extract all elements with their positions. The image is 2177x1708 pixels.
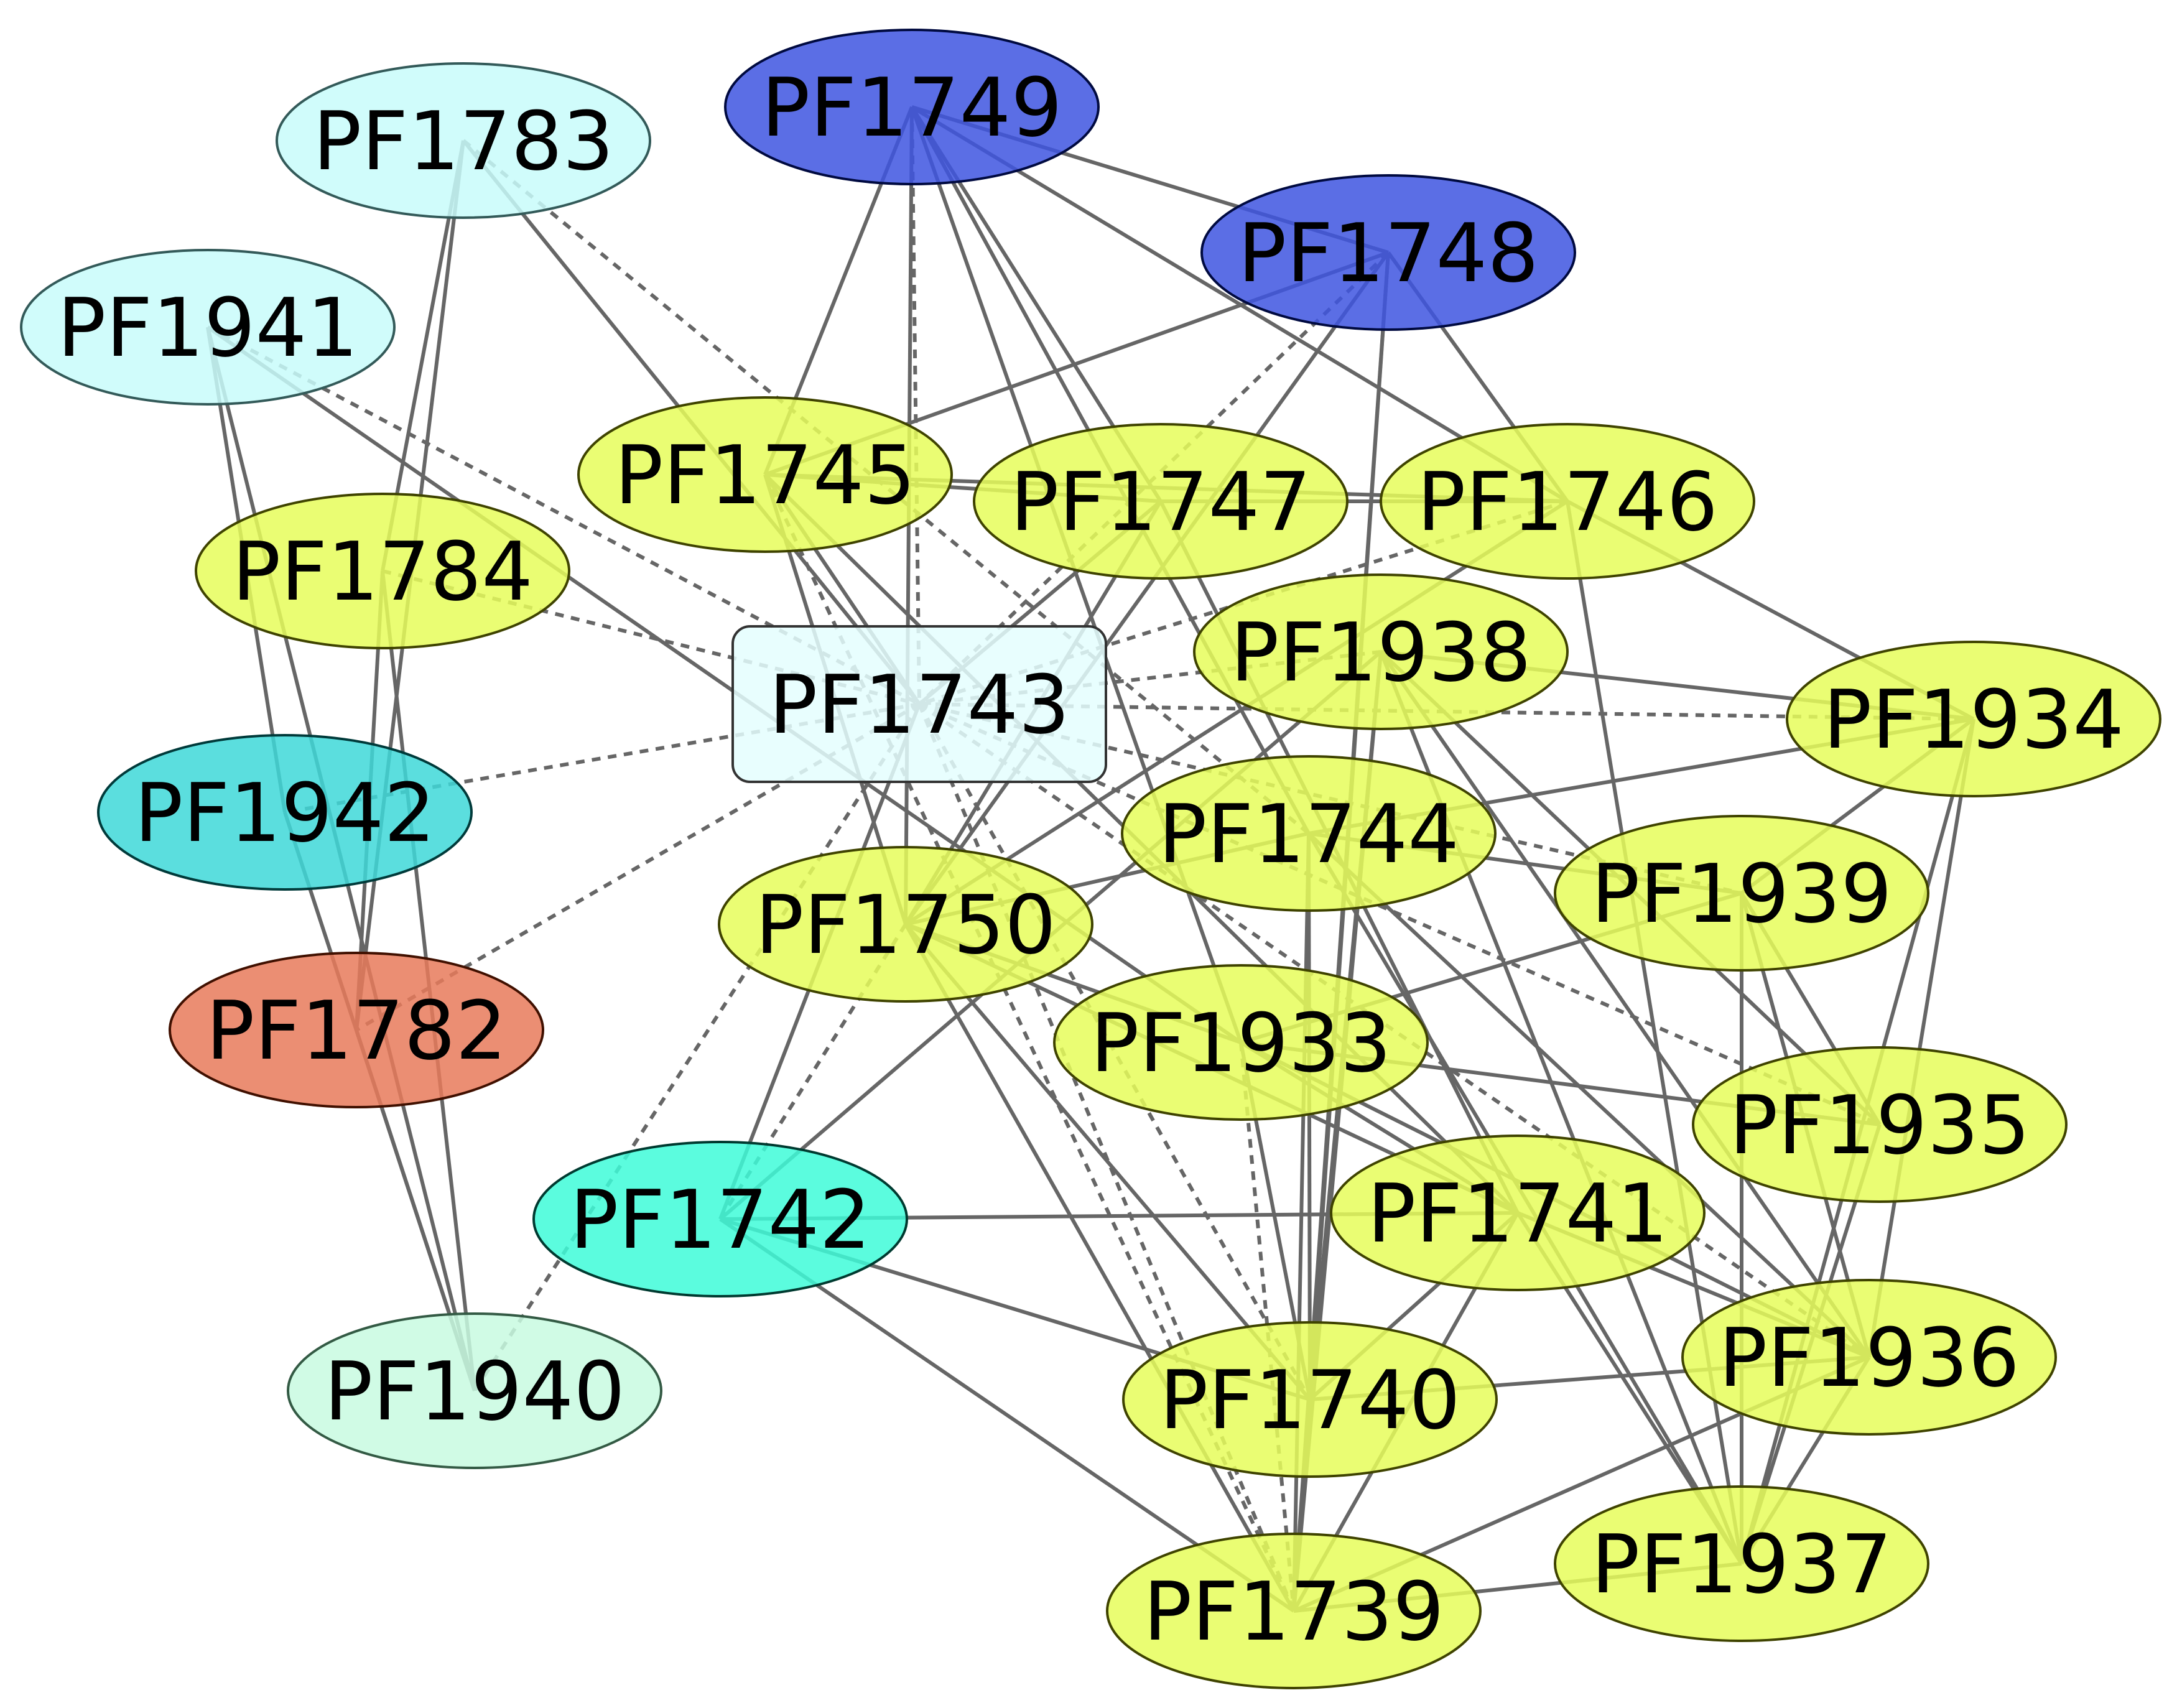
- edge-pf1743-pf1936: [918, 702, 1870, 1359]
- node-label-pf1750: PF1750: [755, 878, 1056, 972]
- edge-pf1750-pf1740: [904, 923, 1312, 1401]
- node-shape-pf1937: [1554, 1485, 1929, 1642]
- node-pf1938[interactable]: PF1938: [1193, 573, 1569, 730]
- node-pf1935[interactable]: PF1935: [1692, 1046, 2068, 1203]
- edge-pf1748-pf1750: [904, 251, 1390, 926]
- node-shape-pf1939: [1554, 815, 1929, 972]
- node-shape-pf1745: [577, 396, 953, 553]
- node-shape-pf1942: [97, 734, 473, 891]
- node-shape-pf1742: [532, 1141, 908, 1297]
- node-pf1744[interactable]: PF1744: [1121, 755, 1497, 912]
- node-shape-pf1938: [1193, 573, 1569, 730]
- node-pf1934[interactable]: PF1934: [1786, 641, 2161, 797]
- edge-pf1750-pf1739: [904, 923, 1296, 1612]
- node-shape-pf1933: [1053, 964, 1429, 1121]
- node-pf1747[interactable]: PF1747: [973, 423, 1348, 580]
- node-label-pf1782: PF1782: [206, 983, 507, 1078]
- edge-pf1743-pf1935: [918, 702, 1881, 1126]
- node-label-pf1747: PF1747: [1010, 455, 1311, 549]
- node-pf1745[interactable]: PF1745: [577, 396, 953, 553]
- node-shape-pf1934: [1786, 641, 2161, 797]
- node-pf1741[interactable]: PF1741: [1330, 1135, 1706, 1291]
- node-shape-pf1739: [1106, 1533, 1482, 1689]
- node-pf1749[interactable]: PF1749: [724, 29, 1100, 185]
- node-pf1740[interactable]: PF1740: [1122, 1321, 1498, 1478]
- edge-pf1744-pf1936: [1307, 832, 1871, 1359]
- node-label-pf1739: PF1739: [1143, 1564, 1444, 1659]
- node-label-pf1749: PF1749: [761, 60, 1062, 155]
- node-label-pf1935: PF1935: [1729, 1078, 2030, 1172]
- node-shape-pf1936: [1681, 1279, 2057, 1436]
- node-label-pf1746: PF1746: [1417, 455, 1718, 549]
- node-label-pf1939: PF1939: [1591, 847, 1892, 941]
- node-pf1743[interactable]: PF1743: [731, 625, 1107, 783]
- node-shape-pf1784: [195, 493, 570, 649]
- node-label-pf1942: PF1942: [134, 766, 435, 860]
- edge-pf1783-pf1744: [462, 139, 1310, 835]
- node-pf1746[interactable]: PF1746: [1380, 423, 1755, 580]
- node-shape-pf1749: [724, 29, 1100, 185]
- node-label-pf1741: PF1741: [1367, 1166, 1668, 1261]
- edge-pf1746-pf1750: [904, 499, 1569, 926]
- node-label-pf1936: PF1936: [1719, 1311, 2020, 1405]
- node-shape-pf1940: [287, 1312, 662, 1469]
- edge-pf1933-pf1739: [1239, 1042, 1296, 1612]
- node-label-pf1745: PF1745: [615, 428, 916, 522]
- node-shape-pf1744: [1121, 755, 1497, 912]
- node-pf1782[interactable]: PF1782: [169, 952, 544, 1108]
- node-pf1942[interactable]: PF1942: [97, 734, 473, 891]
- node-label-pf1740: PF1740: [1159, 1353, 1460, 1447]
- edge-pf1746-pf1937: [1566, 501, 1743, 1564]
- node-pf1783[interactable]: PF1783: [276, 62, 651, 219]
- node-label-pf1748: PF1748: [1238, 206, 1539, 300]
- node-shape-pf1741: [1330, 1135, 1706, 1291]
- node-pf1784[interactable]: PF1784: [195, 493, 570, 649]
- node-shape-pf1782: [169, 952, 544, 1108]
- node-pf1937[interactable]: PF1937: [1554, 1485, 1929, 1642]
- node-shape-pf1746: [1380, 423, 1755, 580]
- edge-pf1743-pf1940: [473, 703, 921, 1392]
- node-label-pf1938: PF1938: [1230, 605, 1531, 700]
- node-label-pf1941: PF1941: [57, 281, 358, 375]
- node-label-pf1937: PF1937: [1591, 1517, 1892, 1612]
- node-pf1933[interactable]: PF1933: [1053, 964, 1429, 1121]
- node-shape-pf1783: [276, 62, 651, 219]
- node-shape-pf1935: [1692, 1046, 2068, 1203]
- node-pf1750[interactable]: PF1750: [718, 846, 1093, 1003]
- node-label-pf1934: PF1934: [1823, 672, 2124, 767]
- node-label-pf1940: PF1940: [324, 1344, 625, 1439]
- edge-pf1749-pf1743: [910, 106, 921, 705]
- node-label-pf1783: PF1783: [313, 94, 614, 188]
- node-pf1940[interactable]: PF1940: [287, 1312, 662, 1469]
- edge-pf1934-pf1936: [1867, 718, 1975, 1358]
- node-pf1941[interactable]: PF1941: [20, 249, 396, 406]
- node-label-pf1743: PF1743: [769, 657, 1070, 752]
- node-label-pf1933: PF1933: [1090, 996, 1391, 1090]
- node-label-pf1744: PF1744: [1158, 787, 1459, 881]
- node-shape-pf1740: [1122, 1321, 1498, 1478]
- node-pf1742[interactable]: PF1742: [532, 1141, 908, 1297]
- node-shape-pf1750: [718, 846, 1093, 1003]
- node-pf1936[interactable]: PF1936: [1681, 1279, 2057, 1436]
- node-shape-pf1747: [973, 423, 1348, 580]
- node-pf1748[interactable]: PF1748: [1200, 174, 1576, 331]
- edge-pf1744-pf1739: [1292, 833, 1311, 1612]
- node-pf1739[interactable]: PF1739: [1106, 1533, 1482, 1689]
- node-shape-pf1941: [20, 249, 396, 406]
- node-label-pf1784: PF1784: [232, 524, 533, 619]
- node-pf1939[interactable]: PF1939: [1554, 815, 1929, 972]
- edge-pf1938-pf1743: [919, 650, 1381, 706]
- node-label-pf1742: PF1742: [570, 1172, 871, 1267]
- edge-pf1743-pf1740: [917, 703, 1312, 1401]
- node-shape-pf1748: [1200, 174, 1576, 331]
- edge-pf1938-pf1936: [1379, 651, 1871, 1358]
- node-shape-pf1743: [731, 625, 1107, 783]
